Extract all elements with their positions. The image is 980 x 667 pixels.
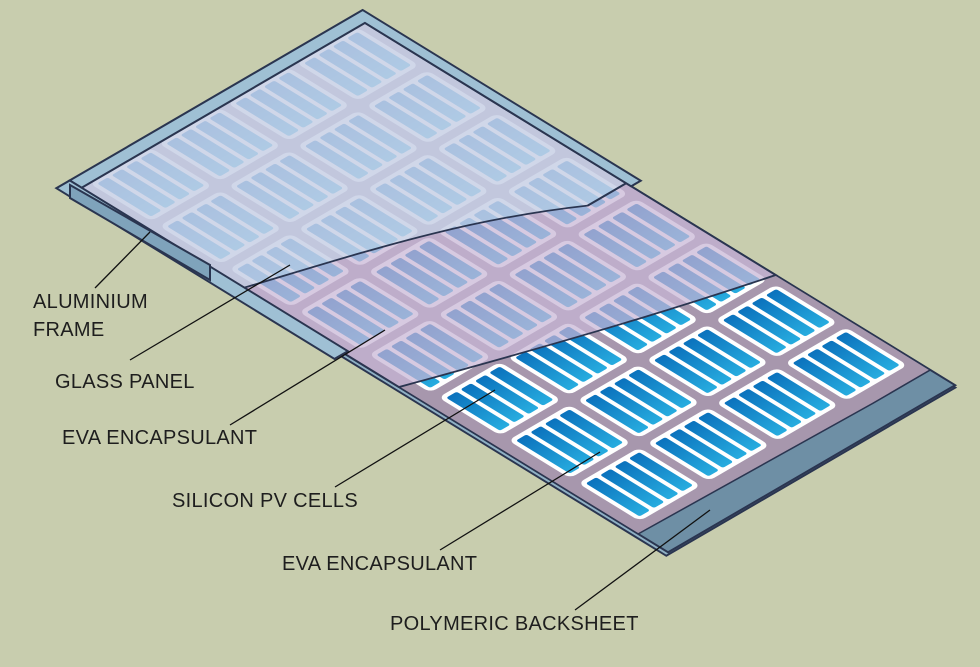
pv-cell-busbar-strip — [530, 343, 593, 382]
pv-cell-busbar-strip — [544, 335, 607, 374]
pv-cell-busbar-strip — [447, 392, 510, 431]
pv-cell-busbar-strip — [517, 435, 580, 473]
pv-cell-busbar-strip — [600, 386, 663, 425]
pv-cell-busbar-strip — [822, 340, 885, 379]
pv-cell-busbar-strip — [531, 426, 594, 465]
pv-cell-busbar-strip — [723, 314, 786, 353]
label-aluminium: ALUMINIUM — [33, 291, 148, 313]
label-frame: FRAME — [33, 319, 105, 341]
pv-cell-busbar-strip — [629, 452, 692, 491]
pv-cell-busbar-strip — [516, 352, 579, 390]
panel-layers — [54, 8, 958, 557]
pv-cell-busbar-strip — [545, 418, 608, 457]
pv-cell-busbar-strip — [615, 461, 678, 500]
pv-cell-busbar-strip — [614, 378, 677, 417]
leader-eva-bottom — [439, 451, 601, 551]
pv-cell-busbar-strip — [490, 367, 553, 406]
pv-cell — [580, 366, 697, 437]
pv-cell — [581, 449, 698, 520]
pv-cell-busbar-strip — [766, 289, 829, 328]
pv-cell-busbar-strip — [560, 410, 623, 448]
leader-backsheet — [574, 509, 711, 611]
pv-cell-busbar-strip — [655, 437, 718, 476]
pv-cell — [649, 326, 766, 397]
pv-cell-border — [650, 409, 767, 479]
pv-cell-busbar-strip — [684, 421, 747, 459]
label-eva-top: EVA ENCAPSULANT — [62, 427, 257, 449]
label-eva-bottom: EVA ENCAPSULANT — [282, 553, 477, 575]
pv-cell-busbar-strip — [807, 349, 870, 388]
pv-cell — [441, 363, 558, 434]
pv-cell-border — [511, 406, 628, 477]
pv-cell-busbar-strip — [629, 369, 692, 408]
label-silicon-cells: SILICON PV CELLS — [172, 490, 358, 512]
pv-cell-busbar-strip — [475, 375, 539, 414]
pv-cell-busbar-strip — [601, 469, 664, 508]
aluminium-frame-side — [69, 183, 211, 282]
pv-cell-busbar-strip — [669, 346, 732, 385]
pv-cell-busbar-strip — [739, 389, 802, 428]
pv-cell-busbar-strip — [586, 477, 649, 516]
pv-cell-busbar-strip — [767, 372, 830, 411]
pv-cell-busbar-strip — [697, 329, 761, 368]
pv-cell-border — [718, 286, 835, 356]
label-glass-panel: GLASS PANEL — [55, 371, 195, 393]
pv-cell-busbar-strip — [654, 354, 717, 393]
pv-cell-busbar-strip — [836, 332, 899, 371]
pv-cell — [718, 286, 835, 356]
pv-cell — [650, 409, 767, 479]
pv-cell-busbar-strip — [793, 357, 856, 396]
pv-cell-busbar-strip — [670, 429, 733, 468]
pv-cell — [511, 406, 628, 477]
pv-cell-busbar-strip — [461, 383, 524, 422]
pv-cell-busbar-strip — [738, 306, 801, 345]
pv-cell-border — [649, 326, 766, 397]
pv-cell-border — [580, 366, 697, 437]
pv-cell-border — [719, 369, 836, 439]
eva-encapsulant-top — [67, 16, 778, 389]
pv-cell-border — [788, 329, 905, 399]
pv-cell-busbar-strip — [683, 338, 746, 377]
leader-cells — [334, 389, 496, 488]
pv-cell-border — [581, 449, 698, 520]
label-backsheet: POLYMERIC BACKSHEET — [390, 613, 639, 635]
pv-cell — [788, 329, 905, 399]
pv-cell-busbar-strip — [585, 395, 649, 433]
pv-cell-busbar-strip — [724, 397, 787, 436]
pv-cell-busbar-strip — [753, 381, 816, 419]
pv-cell — [719, 369, 836, 439]
pv-cell-border — [441, 363, 558, 434]
leader-frame — [94, 231, 151, 289]
leader-eva-top — [229, 329, 386, 426]
leader-glass — [129, 264, 291, 361]
pv-cell-busbar-strip — [752, 298, 815, 336]
pv-cell-busbar-strip — [698, 412, 761, 451]
